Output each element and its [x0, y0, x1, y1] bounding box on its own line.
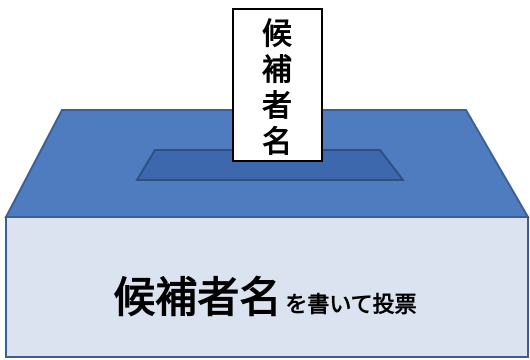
ballot-char: 者 [262, 89, 292, 124]
ballot-char: 候 [262, 17, 293, 52]
ballot-char: 名 [262, 125, 292, 160]
box-label-candidate-name: 候補者名 [113, 273, 281, 322]
ballot-paper [232, 8, 323, 162]
box-label-instruction: を書いて投票 [285, 292, 416, 318]
ballot-char: 補 [261, 53, 292, 88]
box-front-face [5, 216, 529, 358]
box-label: 候補者名を書いて投票 [113, 273, 416, 322]
